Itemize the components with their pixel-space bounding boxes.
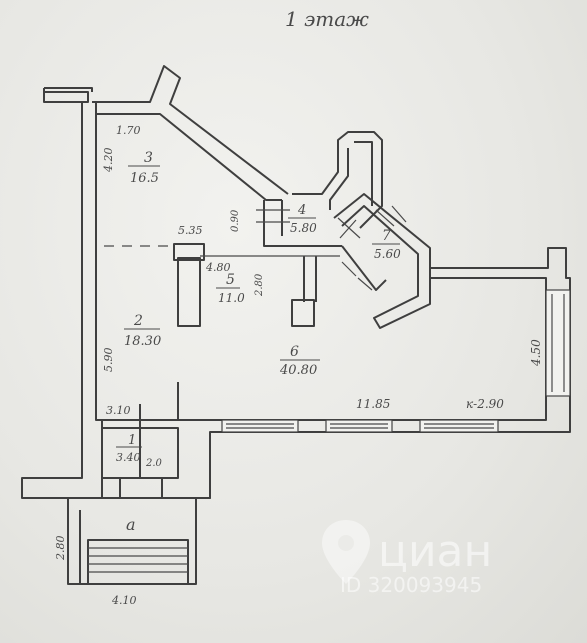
room-4-number: 4: [297, 203, 306, 218]
room-6-area: 40.80: [279, 363, 317, 378]
dim-k-2-90: к-2.90: [466, 397, 504, 411]
dim-3-10: 3.10: [106, 404, 131, 417]
room7-wall: [333, 193, 431, 329]
dim-4-20: 4.20: [102, 148, 115, 174]
room-4-label: 4 5.80: [288, 203, 317, 235]
watermark: циан ID 320093945: [322, 520, 492, 597]
dim-4-80: 4.80: [205, 261, 231, 274]
room-1-number: 1: [128, 433, 136, 448]
dim-2-0: 2.0: [145, 458, 163, 469]
window-south-1: [221, 419, 299, 433]
room-3-area: 16.5: [130, 171, 159, 186]
floor-title: 1 этаж: [285, 7, 369, 31]
room-6-number: 6: [290, 344, 299, 360]
west-wall-top-break: [43, 87, 93, 103]
watermark-brand: циан: [378, 526, 492, 577]
window-south-3: [419, 419, 499, 433]
east-wall: [102, 247, 571, 499]
room-7-area: 5.60: [374, 247, 401, 261]
watermark-pin-dot: [338, 535, 354, 551]
pillar-west-cap: [173, 243, 205, 261]
pillar-east: [291, 299, 315, 327]
room-5-label: 5 11.0: [216, 272, 245, 305]
core-shaft-wall: [263, 131, 383, 247]
dim-11-85: 11.85: [356, 397, 390, 411]
room-2-label: 2 18.30: [124, 313, 161, 349]
north-diagonal-wall: [92, 65, 289, 201]
stair-label: a: [126, 515, 136, 534]
dim-2-80-stair: 2.80: [54, 536, 67, 562]
room-4-area: 5.80: [290, 221, 317, 235]
window-glazing: [226, 294, 565, 429]
room-1-area: 3.40: [116, 451, 141, 464]
room-5-number: 5: [226, 272, 235, 288]
room1-wall: [102, 382, 179, 498]
window-east: [545, 289, 571, 397]
room-3-label: 3 16.5: [128, 150, 160, 186]
dim-1-70: 1.70: [116, 124, 141, 137]
watermark-pin-icon: [322, 520, 370, 584]
south-wall: [102, 419, 211, 520]
dim-2-80: 2.80: [254, 273, 265, 297]
stair-steps: [87, 539, 189, 585]
dim-4-10: 4.10: [111, 594, 137, 607]
dim-0-90: 0.90: [230, 209, 241, 232]
room-7-label: 7 5.60: [372, 228, 401, 261]
room-2-number: 2: [133, 313, 143, 329]
room-7-number: 7: [382, 228, 391, 244]
pillar-east-shaft: [303, 256, 317, 302]
dim-4-50: 4.50: [529, 339, 543, 367]
dim-5-90: 5.90: [102, 348, 115, 373]
room-1-label: 1 3.40: [116, 433, 142, 464]
dim-5-35: 5.35: [178, 224, 203, 237]
door-openings: [256, 205, 407, 291]
stair-treads: [88, 547, 188, 573]
window-south-2: [325, 419, 393, 433]
pillar-west: [177, 257, 201, 327]
room-2-area: 18.30: [124, 334, 161, 349]
room-5-area: 11.0: [218, 291, 245, 305]
room-6-label: 6 40.80: [279, 344, 320, 378]
west-wall: [21, 91, 103, 499]
watermark-id: ID 320093945: [340, 573, 482, 597]
room-3-number: 3: [144, 150, 153, 166]
